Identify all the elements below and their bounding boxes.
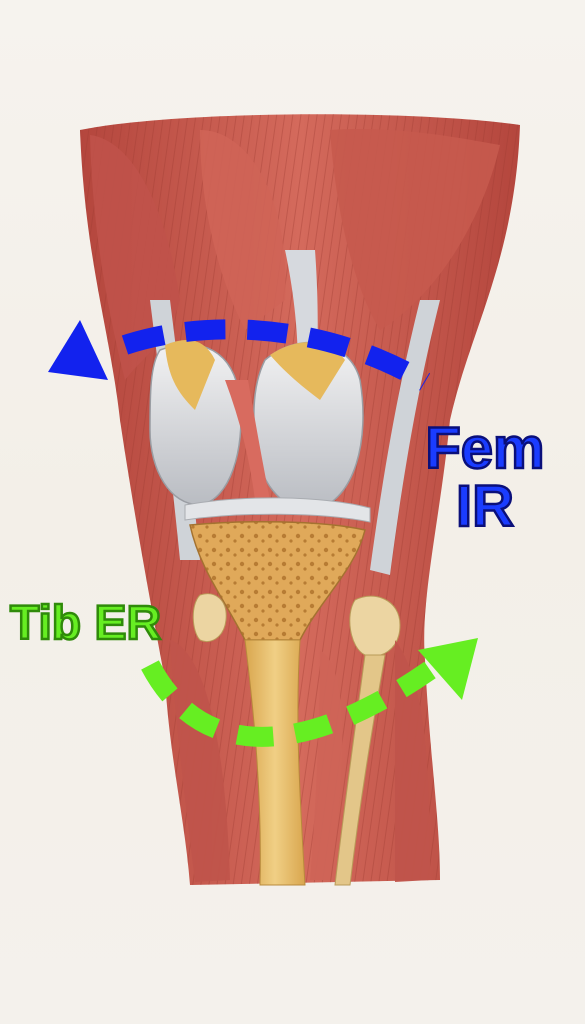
lower-medial-muscle xyxy=(395,640,430,882)
lower-central-muscle xyxy=(310,650,343,880)
arrow-up-left-icon xyxy=(48,320,108,380)
rectus-femoris xyxy=(200,130,286,330)
femur-rotation-label-line1: Fem xyxy=(424,416,546,481)
lateral-condyle-cap xyxy=(165,340,215,410)
femur-rotation-label-line2: IR xyxy=(455,474,516,539)
tibia-rotation-label: Tib ER xyxy=(9,597,163,650)
fibula-head xyxy=(349,595,401,657)
vastus-medialis xyxy=(330,128,500,330)
tibia-rotation-path xyxy=(141,660,436,747)
small-bone-left xyxy=(192,593,227,643)
tibial-plateau xyxy=(189,520,366,641)
tibia-shaft xyxy=(244,639,306,886)
meniscus xyxy=(184,497,371,523)
cruciate-ligament xyxy=(225,380,270,500)
medial-tendon xyxy=(370,300,440,575)
medial-condyle-cap xyxy=(270,342,345,400)
lower-lateral-muscle xyxy=(170,640,230,882)
arrow-up-right-icon xyxy=(418,638,478,700)
femur-rotation-path xyxy=(121,319,431,391)
